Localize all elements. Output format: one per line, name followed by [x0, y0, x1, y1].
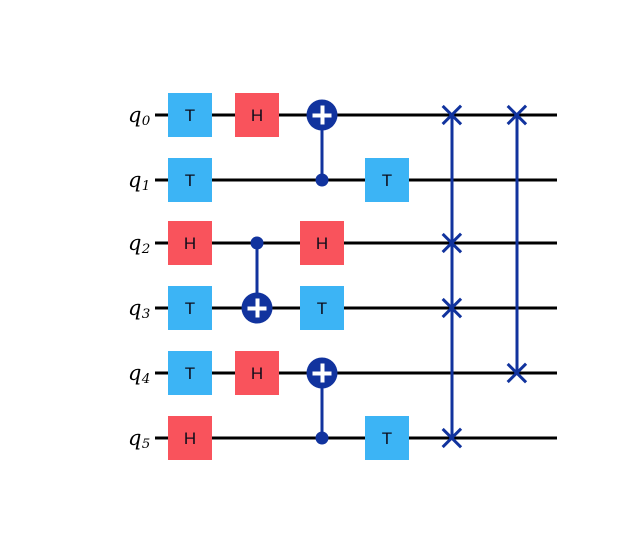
qubit-label-letter: q [127, 231, 142, 255]
swap-column-5-marker-q2[interactable] [439, 230, 465, 256]
gate-label: T [381, 170, 393, 190]
gate-label: T [184, 105, 196, 125]
cnot-q5-q4-connector [320, 373, 324, 438]
cnot-q2-q3-connector [255, 243, 259, 308]
qubit-label-letter: q [127, 168, 142, 192]
gate-label: T [381, 428, 393, 448]
gate-h-q2-c1[interactable]: H [168, 221, 212, 265]
gate-label: T [184, 298, 196, 318]
qubit-label-letter: q [127, 426, 142, 450]
cnot-q2-q3-target[interactable] [241, 292, 273, 324]
swap-column-6-connector [515, 115, 519, 373]
qubit-label-index: 1 [141, 179, 151, 195]
swap-column-5-marker-q3[interactable] [439, 295, 465, 321]
qubit-q1-wire [155, 178, 557, 182]
qubit-q5-wire [155, 436, 557, 440]
qubit-label-index: 5 [141, 437, 151, 453]
qubit-label-index: 2 [141, 242, 151, 258]
gate-t-q3-c1[interactable]: T [168, 286, 212, 330]
qubit-q0-wire [155, 113, 557, 117]
swap-column-6-marker-q0[interactable] [504, 102, 530, 128]
cnot-q1-q0-target[interactable] [306, 99, 338, 131]
swap-column-6-marker-q4[interactable] [504, 360, 530, 386]
gate-label: H [183, 233, 197, 253]
cnot-q1-q0-control-dot[interactable] [315, 173, 329, 187]
gate-label: T [184, 170, 196, 190]
gate-t-q0-c1[interactable]: T [168, 93, 212, 137]
gate-label: H [250, 105, 264, 125]
gate-t-q5-c4[interactable]: T [365, 416, 409, 460]
qubit-q2-label: q2 [127, 231, 151, 258]
qubit-q4-wire [155, 371, 557, 375]
gate-label: H [183, 428, 197, 448]
gate-h-q0-c2[interactable]: H [235, 93, 279, 137]
swap-column-5-connector [450, 115, 454, 438]
gate-t-q4-c1[interactable]: T [168, 351, 212, 395]
gate-label: H [250, 363, 264, 383]
gate-label: T [184, 363, 196, 383]
qubit-q1-label: q1 [127, 168, 151, 195]
swap-column-5-marker-q0[interactable] [439, 102, 465, 128]
gate-h-q4-c2[interactable]: H [235, 351, 279, 395]
qubit-label-letter: q [127, 296, 142, 320]
cnot-q5-q4-target[interactable] [306, 357, 338, 389]
swap-column-5-marker-q5[interactable] [439, 425, 465, 451]
gate-h-q2-c3[interactable]: H [300, 221, 344, 265]
qubit-q3-wire [155, 306, 557, 310]
qubit-label-index: 4 [141, 372, 151, 388]
gate-t-q1-c4[interactable]: T [365, 158, 409, 202]
qubit-q0-label: q0 [127, 103, 151, 130]
cnot-q5-q4-control-dot[interactable] [315, 431, 329, 445]
cnot-q2-q3-control-dot[interactable] [250, 236, 264, 250]
gate-t-q1-c1[interactable]: T [168, 158, 212, 202]
gate-h-q5-c1[interactable]: H [168, 416, 212, 460]
gate-label: H [315, 233, 329, 253]
qubit-q2-wire [155, 241, 557, 245]
qubit-label-letter: q [127, 361, 142, 385]
qubit-q4-label: q4 [127, 361, 151, 388]
qubit-label-index: 0 [141, 114, 151, 130]
qubit-q3-label: q3 [127, 296, 151, 323]
qubit-label-index: 3 [141, 307, 151, 323]
cnot-q1-q0-connector [320, 115, 324, 180]
gate-t-q3-c3[interactable]: T [300, 286, 344, 330]
gate-label: T [316, 298, 328, 318]
qubit-q5-label: q5 [127, 426, 151, 453]
qubit-label-letter: q [127, 103, 142, 127]
